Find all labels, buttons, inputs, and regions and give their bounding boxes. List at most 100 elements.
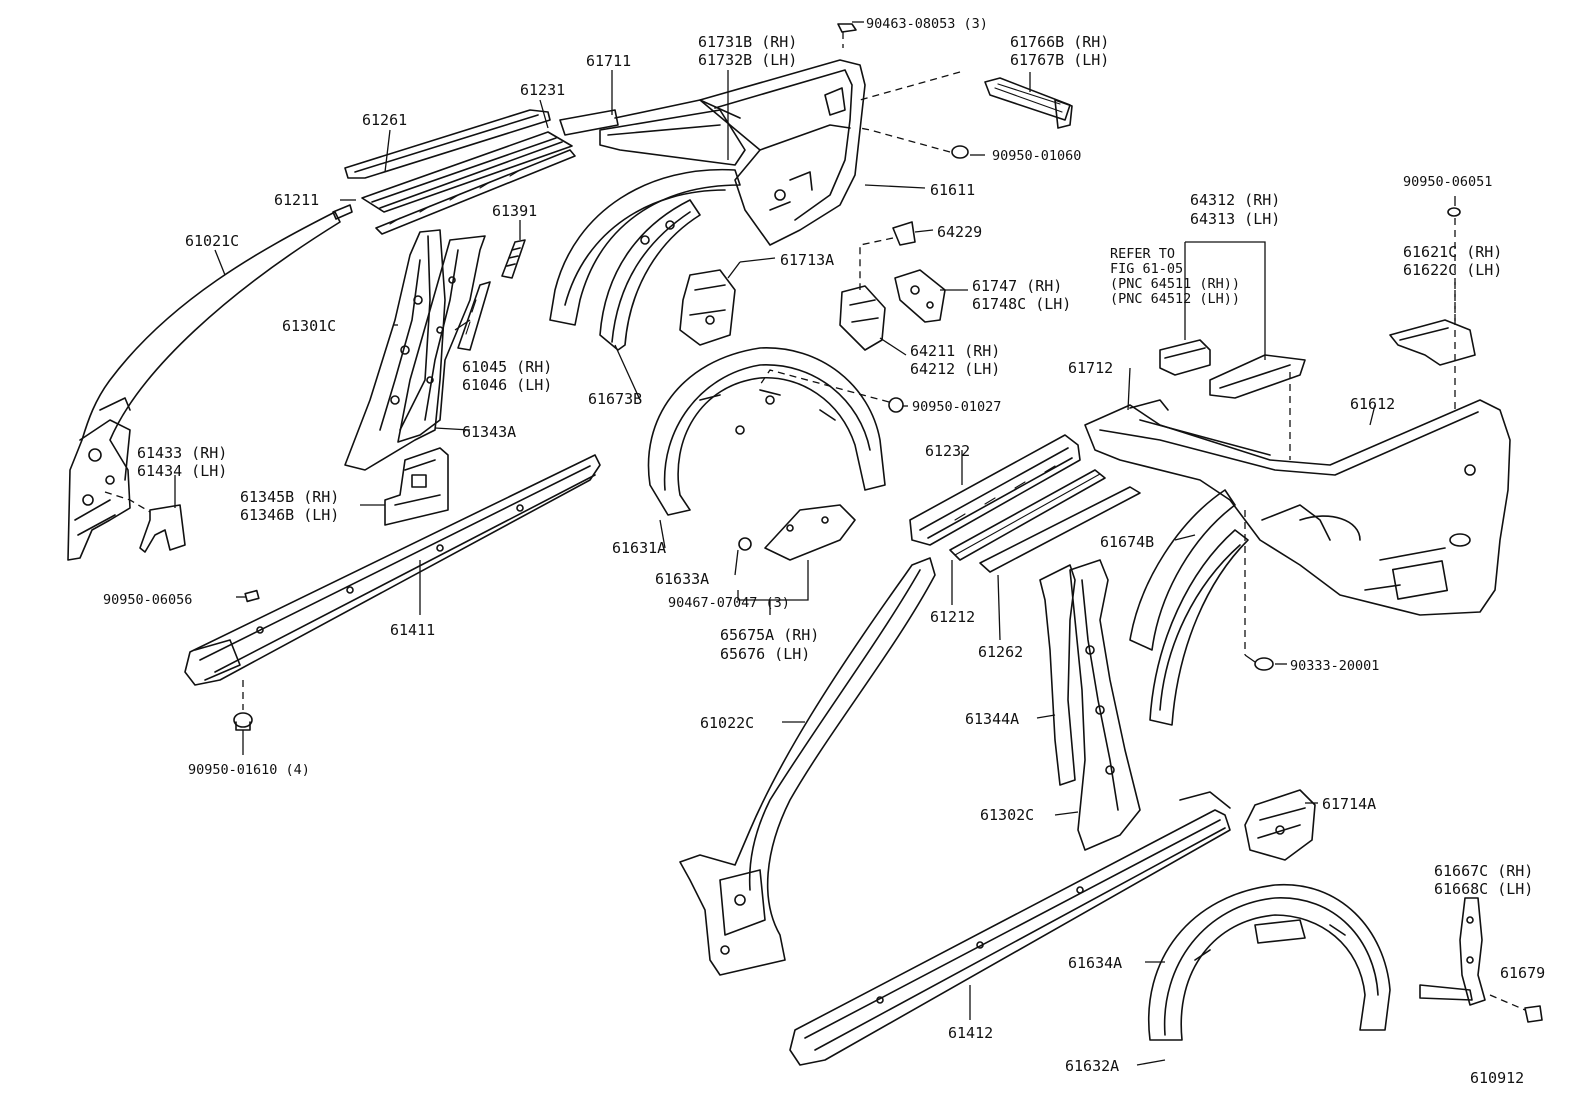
part-64229-clip — [892, 221, 916, 246]
callout-61232: 61232 — [925, 442, 970, 460]
callout-61343a: 61343A — [462, 423, 516, 441]
callout-90467-07047: 90467-07047 (3) — [668, 595, 790, 611]
part-61212-rail — [949, 469, 1106, 561]
callout-61345b: 61345B (RH) — [240, 488, 339, 506]
part-64312-bracket — [1159, 339, 1211, 376]
part-61747-bracket — [894, 269, 946, 323]
part-61045-bracket — [457, 281, 491, 351]
part-61021c-front-pillar — [67, 211, 341, 561]
part-61345b-bracket — [384, 447, 449, 526]
callout-61633a: 61633A — [655, 570, 709, 588]
callout-61391: 61391 — [492, 202, 537, 220]
part-90950-01060-plug — [951, 145, 969, 159]
part-61344a-center-pillar-rear — [1039, 564, 1076, 786]
part-61766b-bracket — [984, 77, 1073, 129]
part-90950-01610-grommet — [233, 712, 253, 731]
callout-64312: 64312 (RH) — [1190, 191, 1280, 209]
leader-lines — [104, 21, 1526, 1066]
callout-61612: 61612 — [1350, 395, 1395, 413]
callout-90950-06056: 90950-06056 — [103, 592, 192, 608]
callout-61411: 61411 — [390, 621, 435, 639]
callout-61301c: 61301C — [282, 317, 336, 335]
callout-90950-01610: 90950-01610 (4) — [188, 762, 310, 778]
part-61673b-wheel-house-outer — [549, 168, 741, 351]
part-90950-06051-plug — [1447, 207, 1461, 217]
part-61211-bracket — [332, 204, 353, 220]
callout-61667c: 61667C (RH) — [1434, 862, 1533, 880]
part-61412-rocker-panel-rear — [789, 791, 1231, 1066]
callout-61021c: 61021C — [185, 232, 239, 250]
callout-61747: 61747 (RH) — [972, 277, 1062, 295]
callout-61622c: 61622C (LH) — [1403, 261, 1502, 279]
part-64211-bracket — [839, 285, 886, 351]
callout-61713a: 61713A — [780, 251, 834, 269]
part-61612-quarter-panel-outer — [1084, 399, 1511, 616]
callout-61262: 61262 — [978, 643, 1023, 661]
part-61631a-wheel-liner — [647, 347, 886, 516]
part-90333-20001-ring — [1254, 657, 1274, 671]
part-61411-rocker-panel — [184, 454, 601, 686]
part-61621c-bracket — [1389, 319, 1476, 366]
callout-61434: 61434 (LH) — [137, 462, 227, 480]
callout-61748c: 61748C (LH) — [972, 295, 1071, 313]
callout-61231: 61231 — [520, 81, 565, 99]
refer-note-line-4: (PNC 64512 (LH)) — [1110, 291, 1240, 307]
refer-note-line-3: (PNC 64511 (RH)) — [1110, 276, 1240, 292]
part-61022c-rear-pillar — [679, 557, 936, 976]
callout-90333-20001: 90333-20001 — [1290, 658, 1379, 674]
callout-61344a: 61344A — [965, 710, 1019, 728]
part-61262-rail — [979, 486, 1141, 573]
callout-90950-01027: 90950-01027 — [912, 399, 1001, 415]
callout-labels: 90463-08053 (3) 61731B (RH) 61732B (LH) … — [103, 16, 1545, 1087]
callout-90950-06051: 90950-06051 — [1403, 174, 1492, 190]
callout-61766b: 61766B (RH) — [1010, 33, 1109, 51]
callout-61045: 61045 (RH) — [462, 358, 552, 376]
callout-61731b: 61731B (RH) — [698, 33, 797, 51]
callout-61046: 61046 (LH) — [462, 376, 552, 394]
callout-61212: 61212 — [930, 608, 975, 626]
callout-61611: 61611 — [930, 181, 975, 199]
callout-61632a: 61632A — [1065, 1057, 1119, 1075]
part-61611-quarter-panel — [699, 59, 866, 246]
callout-61673b: 61673B — [588, 390, 642, 408]
callout-61261: 61261 — [362, 111, 407, 129]
part-61302c-center-pillar-outer — [1069, 559, 1141, 851]
callout-61211: 61211 — [274, 191, 319, 209]
callout-61668c: 61668C (LH) — [1434, 880, 1533, 898]
part-61231-roof-side-inner — [361, 131, 576, 235]
callout-61714a: 61714A — [1322, 795, 1376, 813]
callout-61732b: 61732B (LH) — [698, 51, 797, 69]
part-61634a-rear-wheel-liner — [1148, 883, 1391, 1041]
callout-61767b: 61767B (LH) — [1010, 51, 1109, 69]
callout-61346b: 61346B (LH) — [240, 506, 339, 524]
callout-61679: 61679 — [1500, 964, 1545, 982]
callout-90463-08053: 90463-08053 (3) — [866, 16, 988, 32]
part-61391-grille — [501, 239, 526, 279]
callout-65675a: 65675A (RH) — [720, 626, 819, 644]
callout-90950-01060: 90950-01060 — [992, 148, 1081, 164]
refer-note-line-2: FIG 61-05 — [1110, 261, 1183, 277]
callout-61621c: 61621C (RH) — [1403, 243, 1502, 261]
callout-61711: 61711 — [586, 52, 631, 70]
parts-drawings — [67, 23, 1543, 1066]
part-61713a-bracket — [679, 269, 736, 346]
part-61674b-wheel-house-inner — [1129, 489, 1249, 726]
part-90950-06056-plug — [244, 589, 260, 603]
callout-61631a: 61631A — [612, 539, 666, 557]
part-64313-bracket — [1209, 354, 1306, 399]
part-61232-roof-side-inner-rear — [909, 434, 1081, 546]
callout-61634a: 61634A — [1068, 954, 1122, 972]
part-90950-01027-plug — [888, 397, 904, 413]
callout-61712: 61712 — [1068, 359, 1113, 377]
part-65675a-mud-guard — [764, 504, 856, 561]
figure-code: 610912 — [1470, 1069, 1524, 1087]
part-90463-08053-clip — [837, 23, 857, 33]
callout-61302c: 61302C — [980, 806, 1034, 824]
part-61679-clip — [1524, 1005, 1543, 1023]
callout-65676: 65676 (LH) — [720, 645, 810, 663]
callout-61412: 61412 — [948, 1024, 993, 1042]
part-61343a-pillar-reinforcement — [397, 235, 486, 443]
part-61301c-center-pillar — [344, 229, 446, 471]
callout-61022c: 61022C — [700, 714, 754, 732]
